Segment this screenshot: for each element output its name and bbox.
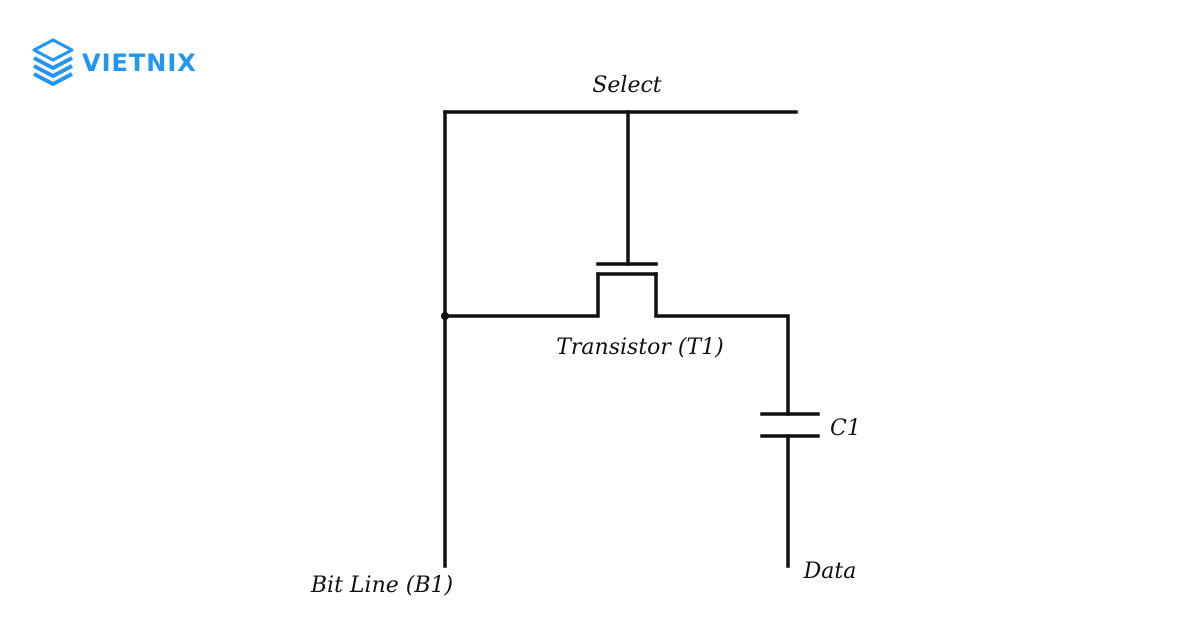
transistor-label: Transistor (T1) [556,335,724,360]
junction-dot [441,312,449,320]
bit-line-label: Bit Line (B1) [310,573,453,598]
data-label: Data [803,559,857,584]
transistor-body [443,272,790,416]
select-label: Select [592,73,661,98]
brand-name: VIETNIX [82,49,197,77]
stacked-layers-icon [32,38,74,86]
capacitor-label: C1 [830,416,861,441]
brand-logo: VIETNIX [30,38,197,88]
